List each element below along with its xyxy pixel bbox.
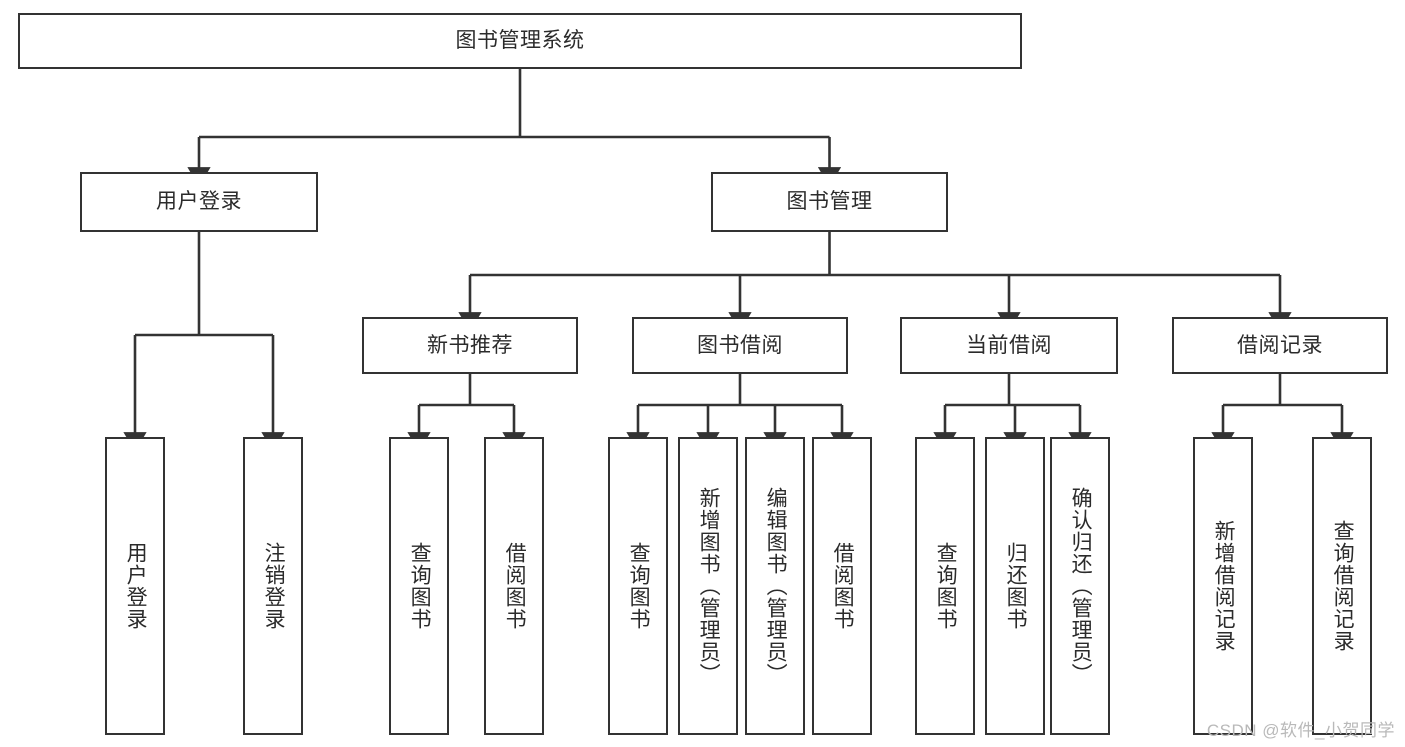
node-label-book-manage: 图书管理 bbox=[786, 190, 873, 214]
node-label-borrow-record: 借阅记录 bbox=[1237, 333, 1323, 357]
node-leaf-query-book-2[interactable]: 查询图书 bbox=[608, 437, 668, 735]
node-book-manage[interactable]: 图书管理 bbox=[711, 172, 948, 232]
node-label-leaf-borrow-book-1: 借阅图书 bbox=[503, 542, 527, 630]
node-leaf-borrow-book-2[interactable]: 借阅图书 bbox=[812, 437, 872, 735]
node-leaf-edit-book[interactable]: 编辑图书（管理员） bbox=[745, 437, 805, 735]
node-label-leaf-query-book-2: 查询图书 bbox=[627, 542, 651, 630]
node-label-leaf-query-book-1: 查询图书 bbox=[408, 542, 432, 630]
node-label-leaf-query-book-3: 查询图书 bbox=[934, 542, 958, 630]
node-label-new-book-rec: 新书推荐 bbox=[427, 333, 513, 357]
node-label-leaf-return-book: 归还图书 bbox=[1004, 542, 1028, 630]
node-label-leaf-logout: 注销登录 bbox=[262, 542, 286, 630]
node-leaf-add-record[interactable]: 新增借阅记录 bbox=[1193, 437, 1253, 735]
node-root[interactable]: 图书管理系统 bbox=[18, 13, 1022, 69]
node-leaf-return-book[interactable]: 归还图书 bbox=[985, 437, 1045, 735]
node-label-leaf-borrow-book-2: 借阅图书 bbox=[831, 542, 855, 630]
watermark-label: CSDN @软件_小贺同学 bbox=[1206, 721, 1395, 740]
node-leaf-borrow-book-1[interactable]: 借阅图书 bbox=[484, 437, 544, 735]
node-label-leaf-user-login: 用户登录 bbox=[124, 542, 148, 630]
node-leaf-add-book[interactable]: 新增图书（管理员） bbox=[678, 437, 738, 735]
node-borrow-record[interactable]: 借阅记录 bbox=[1172, 317, 1388, 374]
node-user-login[interactable]: 用户登录 bbox=[80, 172, 318, 232]
node-label-leaf-add-record: 新增借阅记录 bbox=[1212, 520, 1236, 652]
node-leaf-query-book-1[interactable]: 查询图书 bbox=[389, 437, 449, 735]
node-leaf-query-record[interactable]: 查询借阅记录 bbox=[1312, 437, 1372, 735]
node-label-leaf-confirm-return: 确认归还（管理员） bbox=[1069, 487, 1093, 685]
node-label-user-login: 用户登录 bbox=[156, 190, 242, 214]
node-new-book-rec[interactable]: 新书推荐 bbox=[362, 317, 578, 374]
node-leaf-user-login[interactable]: 用户登录 bbox=[105, 437, 165, 735]
node-leaf-query-book-3[interactable]: 查询图书 bbox=[915, 437, 975, 735]
node-leaf-logout[interactable]: 注销登录 bbox=[243, 437, 303, 735]
node-label-leaf-edit-book: 编辑图书（管理员） bbox=[764, 487, 788, 685]
node-label-book-borrow: 图书借阅 bbox=[697, 333, 783, 357]
node-current-borrow[interactable]: 当前借阅 bbox=[900, 317, 1118, 374]
node-leaf-confirm-return[interactable]: 确认归还（管理员） bbox=[1050, 437, 1110, 735]
node-label-root: 图书管理系统 bbox=[455, 29, 585, 53]
node-label-leaf-query-record: 查询借阅记录 bbox=[1331, 520, 1355, 652]
node-label-current-borrow: 当前借阅 bbox=[966, 333, 1052, 357]
node-label-leaf-add-book: 新增图书（管理员） bbox=[697, 487, 721, 685]
node-book-borrow[interactable]: 图书借阅 bbox=[632, 317, 848, 374]
